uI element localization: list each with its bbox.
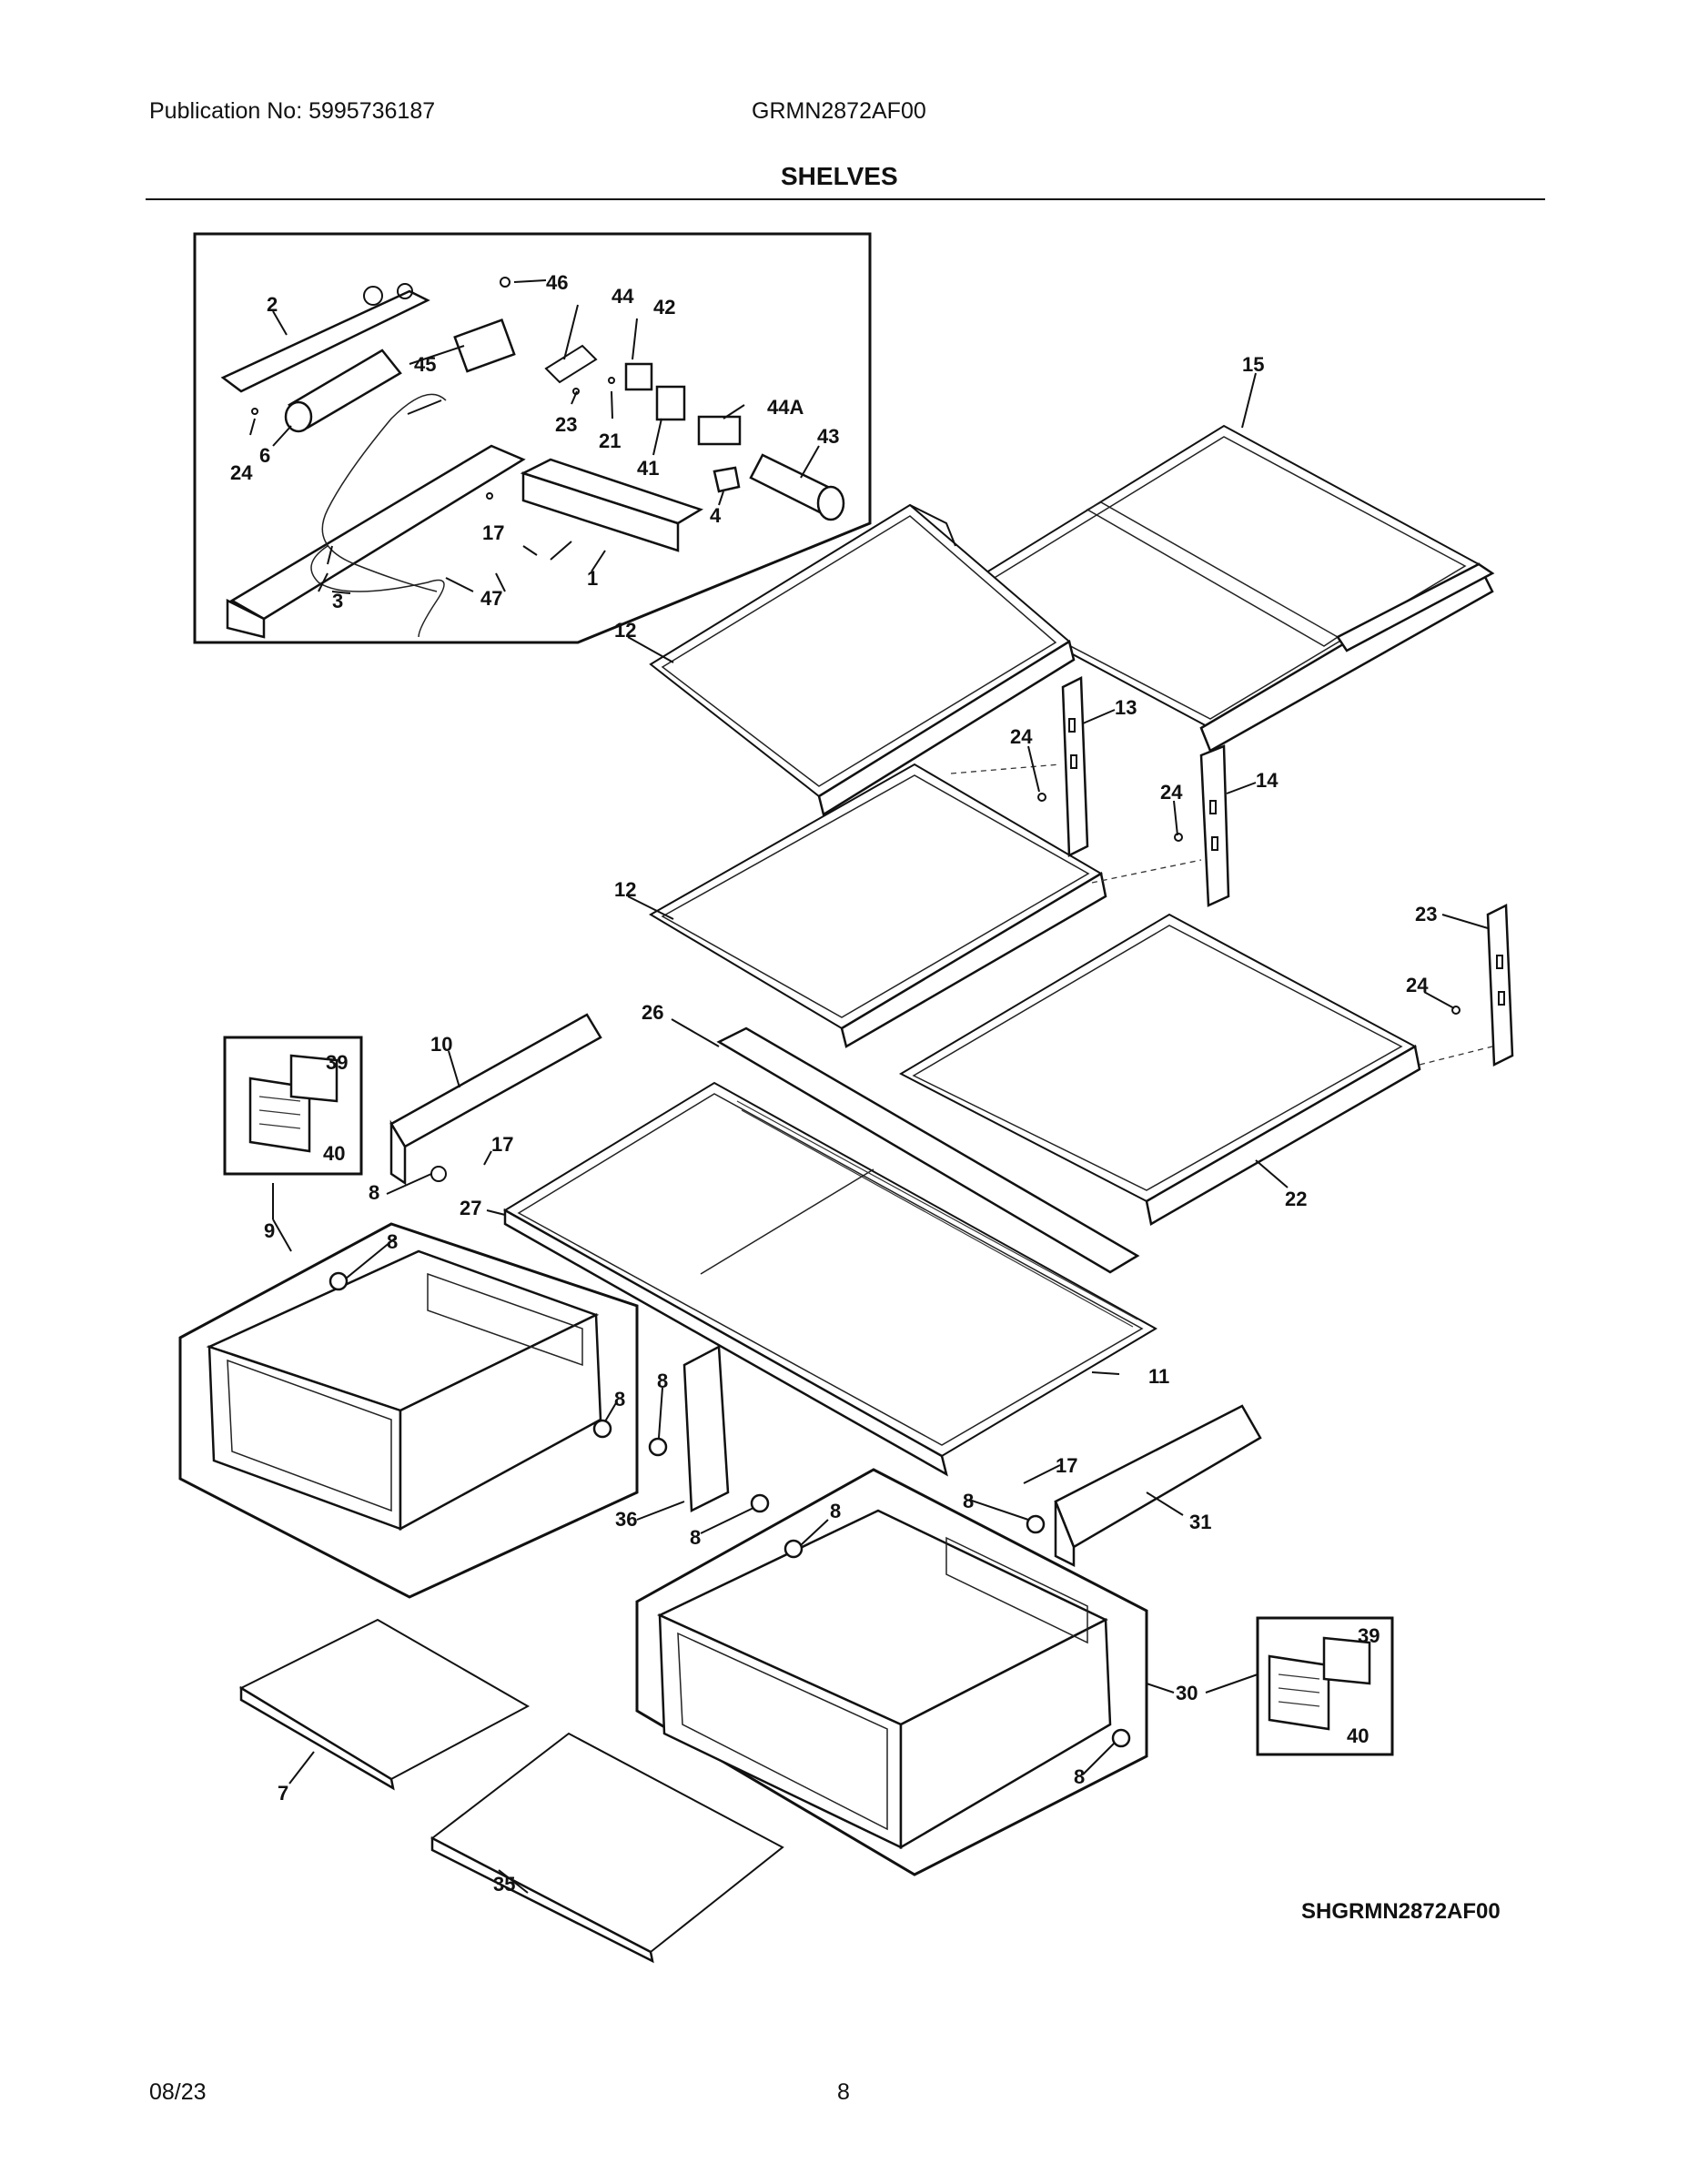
- callout-8-d: 8: [657, 1370, 668, 1392]
- callout-36-left: 40: [323, 1142, 345, 1165]
- callout-36-right: 40: [1347, 1724, 1369, 1747]
- callout-22-c: 24: [1406, 974, 1429, 996]
- label-inset-right: [1256, 1616, 1394, 1756]
- part-42-filter-cartridge: [749, 453, 845, 521]
- callout-41: 41: [637, 457, 659, 480]
- callout-40: 44: [612, 285, 634, 308]
- header-divider: [146, 198, 1545, 200]
- part-35-label: [289, 1054, 339, 1103]
- callout-26: 27: [460, 1197, 481, 1219]
- callout-45: 47: [480, 587, 502, 610]
- part-31-bracket: [682, 1344, 730, 1512]
- callout-11: 11: [1148, 1365, 1169, 1388]
- callout-39: 42: [653, 296, 675, 318]
- callout-22-a: 24: [1010, 725, 1033, 748]
- callout-27: 30: [1176, 1682, 1198, 1704]
- callout-9: 10: [430, 1033, 452, 1056]
- callout-23: 22: [1285, 1188, 1307, 1210]
- part-7-crisper-cover: [238, 1618, 531, 1781]
- callout-28: 31: [1189, 1511, 1211, 1533]
- callout-42: 43: [817, 425, 839, 448]
- part-4-label: [713, 466, 741, 493]
- callout-44: 45: [414, 353, 436, 376]
- callout-17-b: 17: [1056, 1454, 1077, 1477]
- callout-19: 21: [599, 430, 621, 452]
- callout-8-h: 8: [1074, 1765, 1085, 1788]
- callout-17-inset: 17: [482, 521, 504, 544]
- part-12-shelf-middle: [649, 763, 1103, 1030]
- page-title: SHELVES: [781, 162, 898, 190]
- part-3-end: [226, 598, 266, 639]
- part-43-bracket: [697, 415, 742, 446]
- callout-8-g: 8: [690, 1526, 701, 1549]
- callout-35-right: 39: [1358, 1624, 1380, 1647]
- part-6-cylinder: [284, 349, 402, 433]
- callout-17-a: 17: [491, 1133, 513, 1156]
- callout-12-middle: 12: [614, 878, 636, 901]
- part-27-crisper-drawer: [657, 1509, 1112, 1850]
- model-number: GRMN2872AF00: [752, 98, 926, 124]
- callout-8-f: 8: [830, 1500, 841, 1522]
- callout-22-inset: 24: [230, 461, 253, 484]
- callout-13: 13: [1115, 696, 1137, 719]
- part-10-crisper-drawer: [206, 1249, 602, 1532]
- part-12-shelf-upper: [649, 503, 1071, 798]
- callout-31: 36: [615, 1508, 637, 1531]
- callout-7: 7: [278, 1782, 288, 1805]
- callout-8-c: 8: [614, 1388, 625, 1410]
- part-13-support: [1061, 676, 1089, 857]
- part-35-label-right: [1322, 1636, 1371, 1685]
- callout-43: 44A: [767, 396, 804, 419]
- label-inset-left: [223, 1036, 363, 1176]
- callout-4: 4: [710, 504, 722, 527]
- part-24-rail: [716, 1026, 1140, 1274]
- callout-15: 15: [1242, 353, 1264, 376]
- drawer-10-inset-frame: [178, 1222, 639, 1599]
- drawing-code: SHGRMN2872AF00: [1301, 1899, 1501, 1924]
- part-40-clip: [544, 344, 598, 384]
- callout-8-e: 8: [963, 1490, 974, 1512]
- part-3-rail: [229, 444, 526, 621]
- callout-30: 35: [493, 1873, 515, 1896]
- callout-2: 2: [267, 293, 278, 316]
- callout-21-inset: 23: [555, 413, 577, 436]
- part-26-trim: [503, 1208, 948, 1477]
- callout-14: 14: [1256, 769, 1279, 792]
- callout-21: 23: [1415, 903, 1437, 925]
- filter-assembly-inset-frame: [193, 232, 872, 644]
- callout-24: 26: [642, 1001, 663, 1024]
- callout-35-left: 39: [326, 1051, 348, 1074]
- part-41-housing: [655, 385, 686, 421]
- callout-22-b: 24: [1160, 781, 1183, 804]
- part-36-vent-right: [1268, 1654, 1330, 1731]
- part-2-bracket: [220, 289, 430, 393]
- callout-6: 6: [259, 444, 270, 467]
- footer-date: 08/23: [149, 2079, 207, 2105]
- publication-number: Publication No: 5995736187: [149, 98, 436, 124]
- page-number: 8: [837, 2079, 850, 2105]
- part-9-bracket: [389, 1013, 602, 1148]
- callout-44a: 46: [546, 271, 568, 294]
- drawer-27-inset-frame: [635, 1468, 1148, 1876]
- callout-8-b: 8: [387, 1230, 398, 1253]
- part-14-support: [1199, 744, 1230, 907]
- part-45-tubing: [321, 393, 447, 592]
- part-21-support: [1486, 904, 1514, 1067]
- part-39-switch: [624, 362, 653, 391]
- callout-8-a: 8: [369, 1181, 379, 1204]
- callout-3: 3: [332, 590, 343, 612]
- part-28-bracket: [1054, 1404, 1262, 1549]
- callout-1: 1: [587, 567, 598, 590]
- part-44-valve: [453, 318, 516, 373]
- callout-10: 9: [264, 1219, 275, 1242]
- callout-12-upper: 12: [614, 619, 636, 642]
